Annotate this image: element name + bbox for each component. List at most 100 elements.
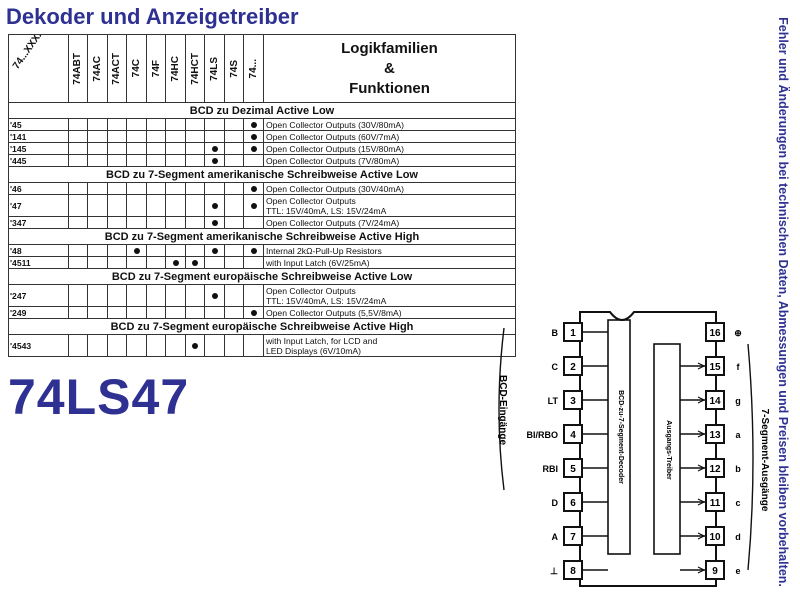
description-cell: Open Collector Outputs (60V/7mA) — [262, 130, 517, 143]
section-title: BCD zu 7-Segment europäische Schreibweis… — [8, 268, 516, 285]
pin-label: BI/RBO — [527, 430, 559, 440]
family-cell — [243, 216, 264, 229]
arrow-icon — [697, 464, 706, 472]
description-line: Open Collector Outputs (15V/80mA) — [265, 143, 404, 154]
family-cell — [87, 142, 108, 155]
family-cell — [204, 142, 225, 155]
family-cell — [243, 194, 264, 217]
availability-dot — [250, 133, 257, 140]
pin-number: 13 — [709, 430, 721, 441]
section-row: BCD zu 7-Segment amerikanische Schreibwe… — [8, 228, 516, 245]
description-cell: Open Collector Outputs (30V/40mA) — [262, 182, 517, 195]
family-cell — [223, 216, 245, 229]
family-cell — [165, 154, 186, 167]
family-cell — [126, 284, 147, 307]
description-line: with Input Latch (6V/25mA) — [265, 257, 370, 268]
function-header-line: & — [384, 59, 395, 77]
family-cell — [106, 130, 128, 143]
family-cell — [204, 306, 225, 319]
family-cell — [204, 182, 225, 195]
pin-label: f — [737, 362, 741, 372]
part-id: '445 — [8, 154, 69, 167]
family-cell — [106, 284, 128, 307]
family-cell — [204, 216, 225, 229]
pin-number: 16 — [709, 328, 721, 339]
family-cell — [145, 182, 167, 195]
section-title: BCD zu 7-Segment amerikanische Schreibwe… — [8, 228, 516, 245]
family-cell — [67, 216, 89, 229]
family-cell — [184, 244, 206, 257]
pin-label: D — [552, 498, 559, 508]
family-cell — [204, 130, 225, 143]
table-row: '141 Open Collector Outputs (60V/7mA) — [8, 130, 517, 143]
description-line: Internal 2kΩ-Pull-Up Resistors — [265, 245, 382, 256]
part-id: '4543 — [8, 334, 69, 357]
family-cell — [184, 194, 206, 217]
family-cell — [165, 244, 186, 257]
family-cell — [87, 256, 108, 269]
family-cell — [87, 306, 108, 319]
pin-label: B — [552, 328, 559, 338]
family-cell — [67, 182, 89, 195]
family-cell — [184, 118, 206, 131]
family-cell — [223, 244, 245, 257]
disclaimer-text: Fehler und Änderungen bei technischen Da… — [776, 17, 790, 587]
family-cell — [126, 194, 147, 217]
family-cell — [67, 154, 89, 167]
family-cell — [126, 216, 147, 229]
pin-number: 10 — [709, 532, 721, 543]
availability-dot — [172, 259, 179, 266]
description-line: TTL: 15V/40mA, LS: 15V/24mA — [265, 205, 387, 216]
pin-box — [705, 322, 725, 342]
family-header: 74... — [243, 34, 264, 103]
family-header: 74HC — [165, 34, 186, 103]
description-line: Open Collector Outputs — [265, 285, 356, 296]
pin-label: a — [735, 430, 741, 440]
family-cell — [106, 182, 128, 195]
arrow-icon — [697, 396, 706, 404]
family-cell — [87, 194, 108, 217]
family-cell — [145, 244, 167, 257]
description-line: Open Collector Outputs (60V/7mA) — [265, 131, 400, 142]
family-cell — [126, 118, 147, 131]
family-cell — [243, 244, 264, 257]
family-cell — [106, 306, 128, 319]
family-cell — [145, 130, 167, 143]
pin-label: c — [735, 498, 740, 508]
family-cell — [106, 194, 128, 217]
family-label: 74S — [228, 59, 240, 78]
disclaimer-note: Fehler und Änderungen bei technischen Da… — [772, 8, 794, 596]
section-title: BCD zu Dezimal Active Low — [8, 102, 516, 119]
family-label: 74F — [150, 59, 162, 78]
family-cell — [145, 154, 167, 167]
family-cell — [223, 154, 245, 167]
part-id: '46 — [8, 182, 69, 195]
pin-number: 5 — [570, 464, 576, 475]
family-cell — [223, 284, 245, 307]
availability-dot — [250, 121, 257, 128]
family-cell — [87, 130, 108, 143]
family-cell — [87, 216, 108, 229]
family-cell — [223, 306, 245, 319]
pin-number: 6 — [570, 498, 576, 509]
description-cell: Open Collector Outputs (5,5V/8mA) — [262, 306, 517, 319]
part-id: '141 — [8, 130, 69, 143]
family-label: 74ACT — [111, 52, 123, 85]
section-row: BCD zu 7-Segment europäische Schreibweis… — [8, 318, 516, 335]
family-header: 74C — [126, 34, 147, 103]
description-cell: Internal 2kΩ-Pull-Up Resistors — [262, 244, 517, 257]
family-cell — [223, 182, 245, 195]
family-cell — [87, 284, 108, 307]
family-header: 74F — [145, 34, 167, 103]
family-cell — [165, 306, 186, 319]
table-row: '249 Open Collector Outputs (5,5V/8mA) — [8, 306, 517, 319]
pin-label: b — [735, 464, 741, 474]
availability-dot — [211, 202, 218, 209]
part-id: '249 — [8, 306, 69, 319]
description-line: with Input Latch, for LCD and — [265, 335, 378, 346]
family-cell — [126, 182, 147, 195]
